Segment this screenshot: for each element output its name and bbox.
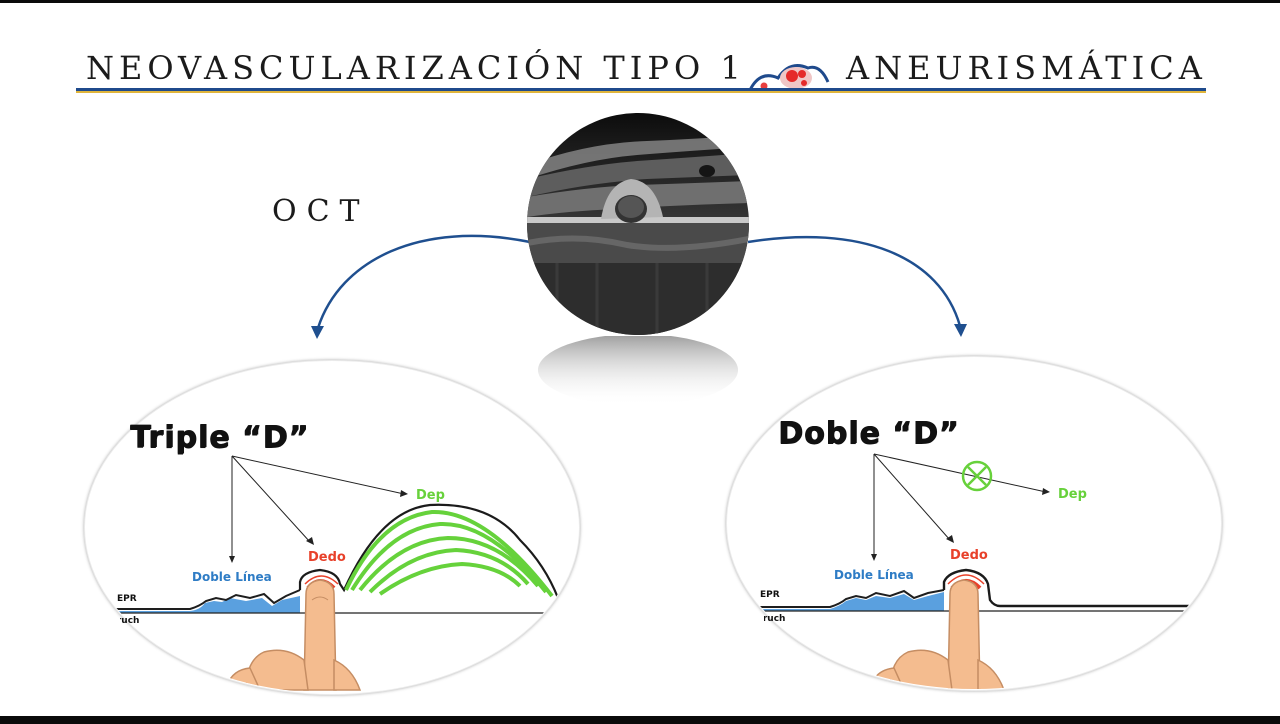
top-border bbox=[0, 0, 1280, 3]
epr-label-left: EPR bbox=[117, 594, 137, 604]
triple-d-heading: Triple “D” bbox=[130, 420, 310, 455]
doble-d-heading: Doble “D” bbox=[778, 416, 960, 451]
pointing-finger-left bbox=[225, 579, 362, 691]
arrow-to-right-panel bbox=[747, 235, 962, 327]
dep-label-right: Dep bbox=[1058, 487, 1087, 502]
x-circle-icon bbox=[961, 460, 993, 492]
doble-linea-label-left: Doble Línea bbox=[192, 570, 272, 584]
dedo-label-left: Dedo bbox=[308, 550, 346, 565]
epr-label-right: EPR bbox=[760, 590, 780, 600]
doble-linea-label-right: Doble Línea bbox=[834, 568, 914, 582]
arrow-to-left-panel bbox=[316, 234, 531, 329]
bottom-border bbox=[0, 716, 1280, 724]
bruch-label-left: Bruch bbox=[120, 616, 140, 626]
oct-label: OCT bbox=[272, 194, 370, 229]
title-underline-blue bbox=[76, 88, 1206, 91]
bruch-label-right: Bruch bbox=[764, 614, 786, 624]
oct-retina-scan-image bbox=[527, 113, 749, 335]
arrowhead-right bbox=[954, 324, 967, 337]
arrowhead-left bbox=[311, 326, 324, 339]
slide-title-left: NEOVASCULARIZACIÓN TIPO 1 bbox=[86, 49, 746, 87]
title-underline-gold bbox=[76, 91, 1206, 93]
dep-label-left: Dep bbox=[416, 488, 445, 503]
dedo-label-right: Dedo bbox=[950, 548, 988, 563]
slide-title-right: ANEURISMÁTICA bbox=[846, 49, 1207, 87]
oct-image-reflection bbox=[538, 336, 738, 406]
